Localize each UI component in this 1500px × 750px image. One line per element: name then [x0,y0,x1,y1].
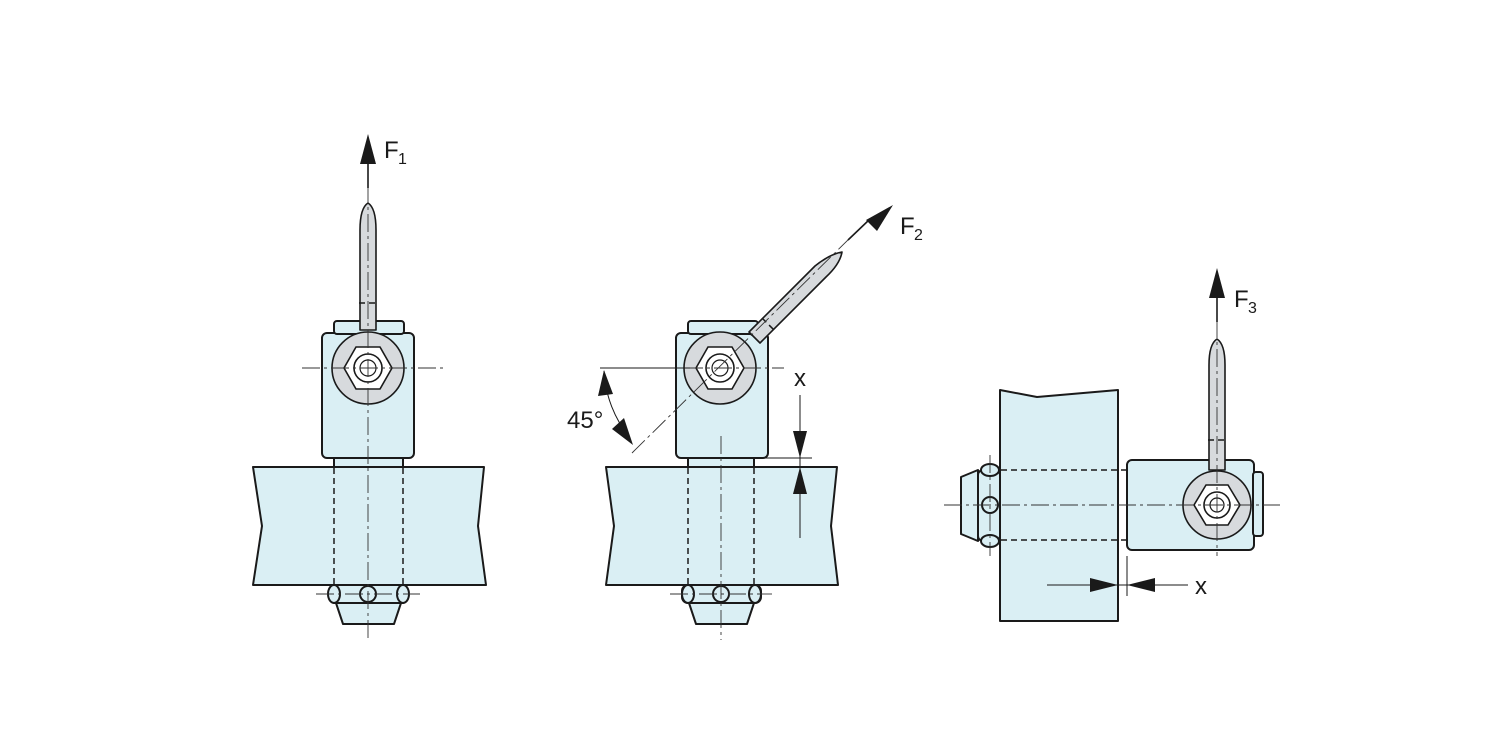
view-2-force-arrow-shaft [847,218,871,241]
force-2-index: 2 [914,227,923,244]
view-2-neck [687,457,755,468]
view-3-gap-arrow-right [1127,578,1155,592]
view-3-gap-arrow-left [1090,578,1118,592]
view-2-pull-pin [748,251,843,344]
view-2-angle-arrow-top [598,370,613,396]
view-2-pin-hidden-line [761,317,776,332]
view-3-body-collar [1252,471,1264,537]
view-3-pull-pin [1208,338,1226,471]
view-2-base-plate [605,466,839,586]
view-3-horizontal-mount: x F 3 [944,268,1280,622]
view-2-plunger-tip [688,602,755,625]
view-2-angled-load: 45° x F 2 [567,205,923,640]
view-2-centerline-diagonal [631,235,853,454]
view-1-plunger-tip [335,602,402,625]
force-1-index: 1 [398,151,407,168]
view-2-angle-arrow-bottom [612,418,633,445]
view-3-plunger-tip [960,469,979,542]
force-3-label: F [1234,286,1249,313]
force-3-index: 3 [1248,300,1257,317]
view-3-force-arrow-head [1209,268,1225,298]
view-2-gap-arrow-top [793,431,807,458]
angle-label: 45° [567,407,603,434]
view-2-force-arrow-head [866,205,893,231]
gap-vertical-label: x [794,365,806,392]
force-1-label: F [384,137,399,164]
view-1-neck [333,457,404,468]
gap-horizontal-label: x [1195,573,1207,600]
force-2-label: F [900,213,915,240]
view-1-force-arrow-head [360,134,376,164]
view-1-base-plate [252,466,487,586]
view-1-vertical-load: F 1 [252,134,487,640]
view-2-gap-arrow-bottom [793,467,807,494]
